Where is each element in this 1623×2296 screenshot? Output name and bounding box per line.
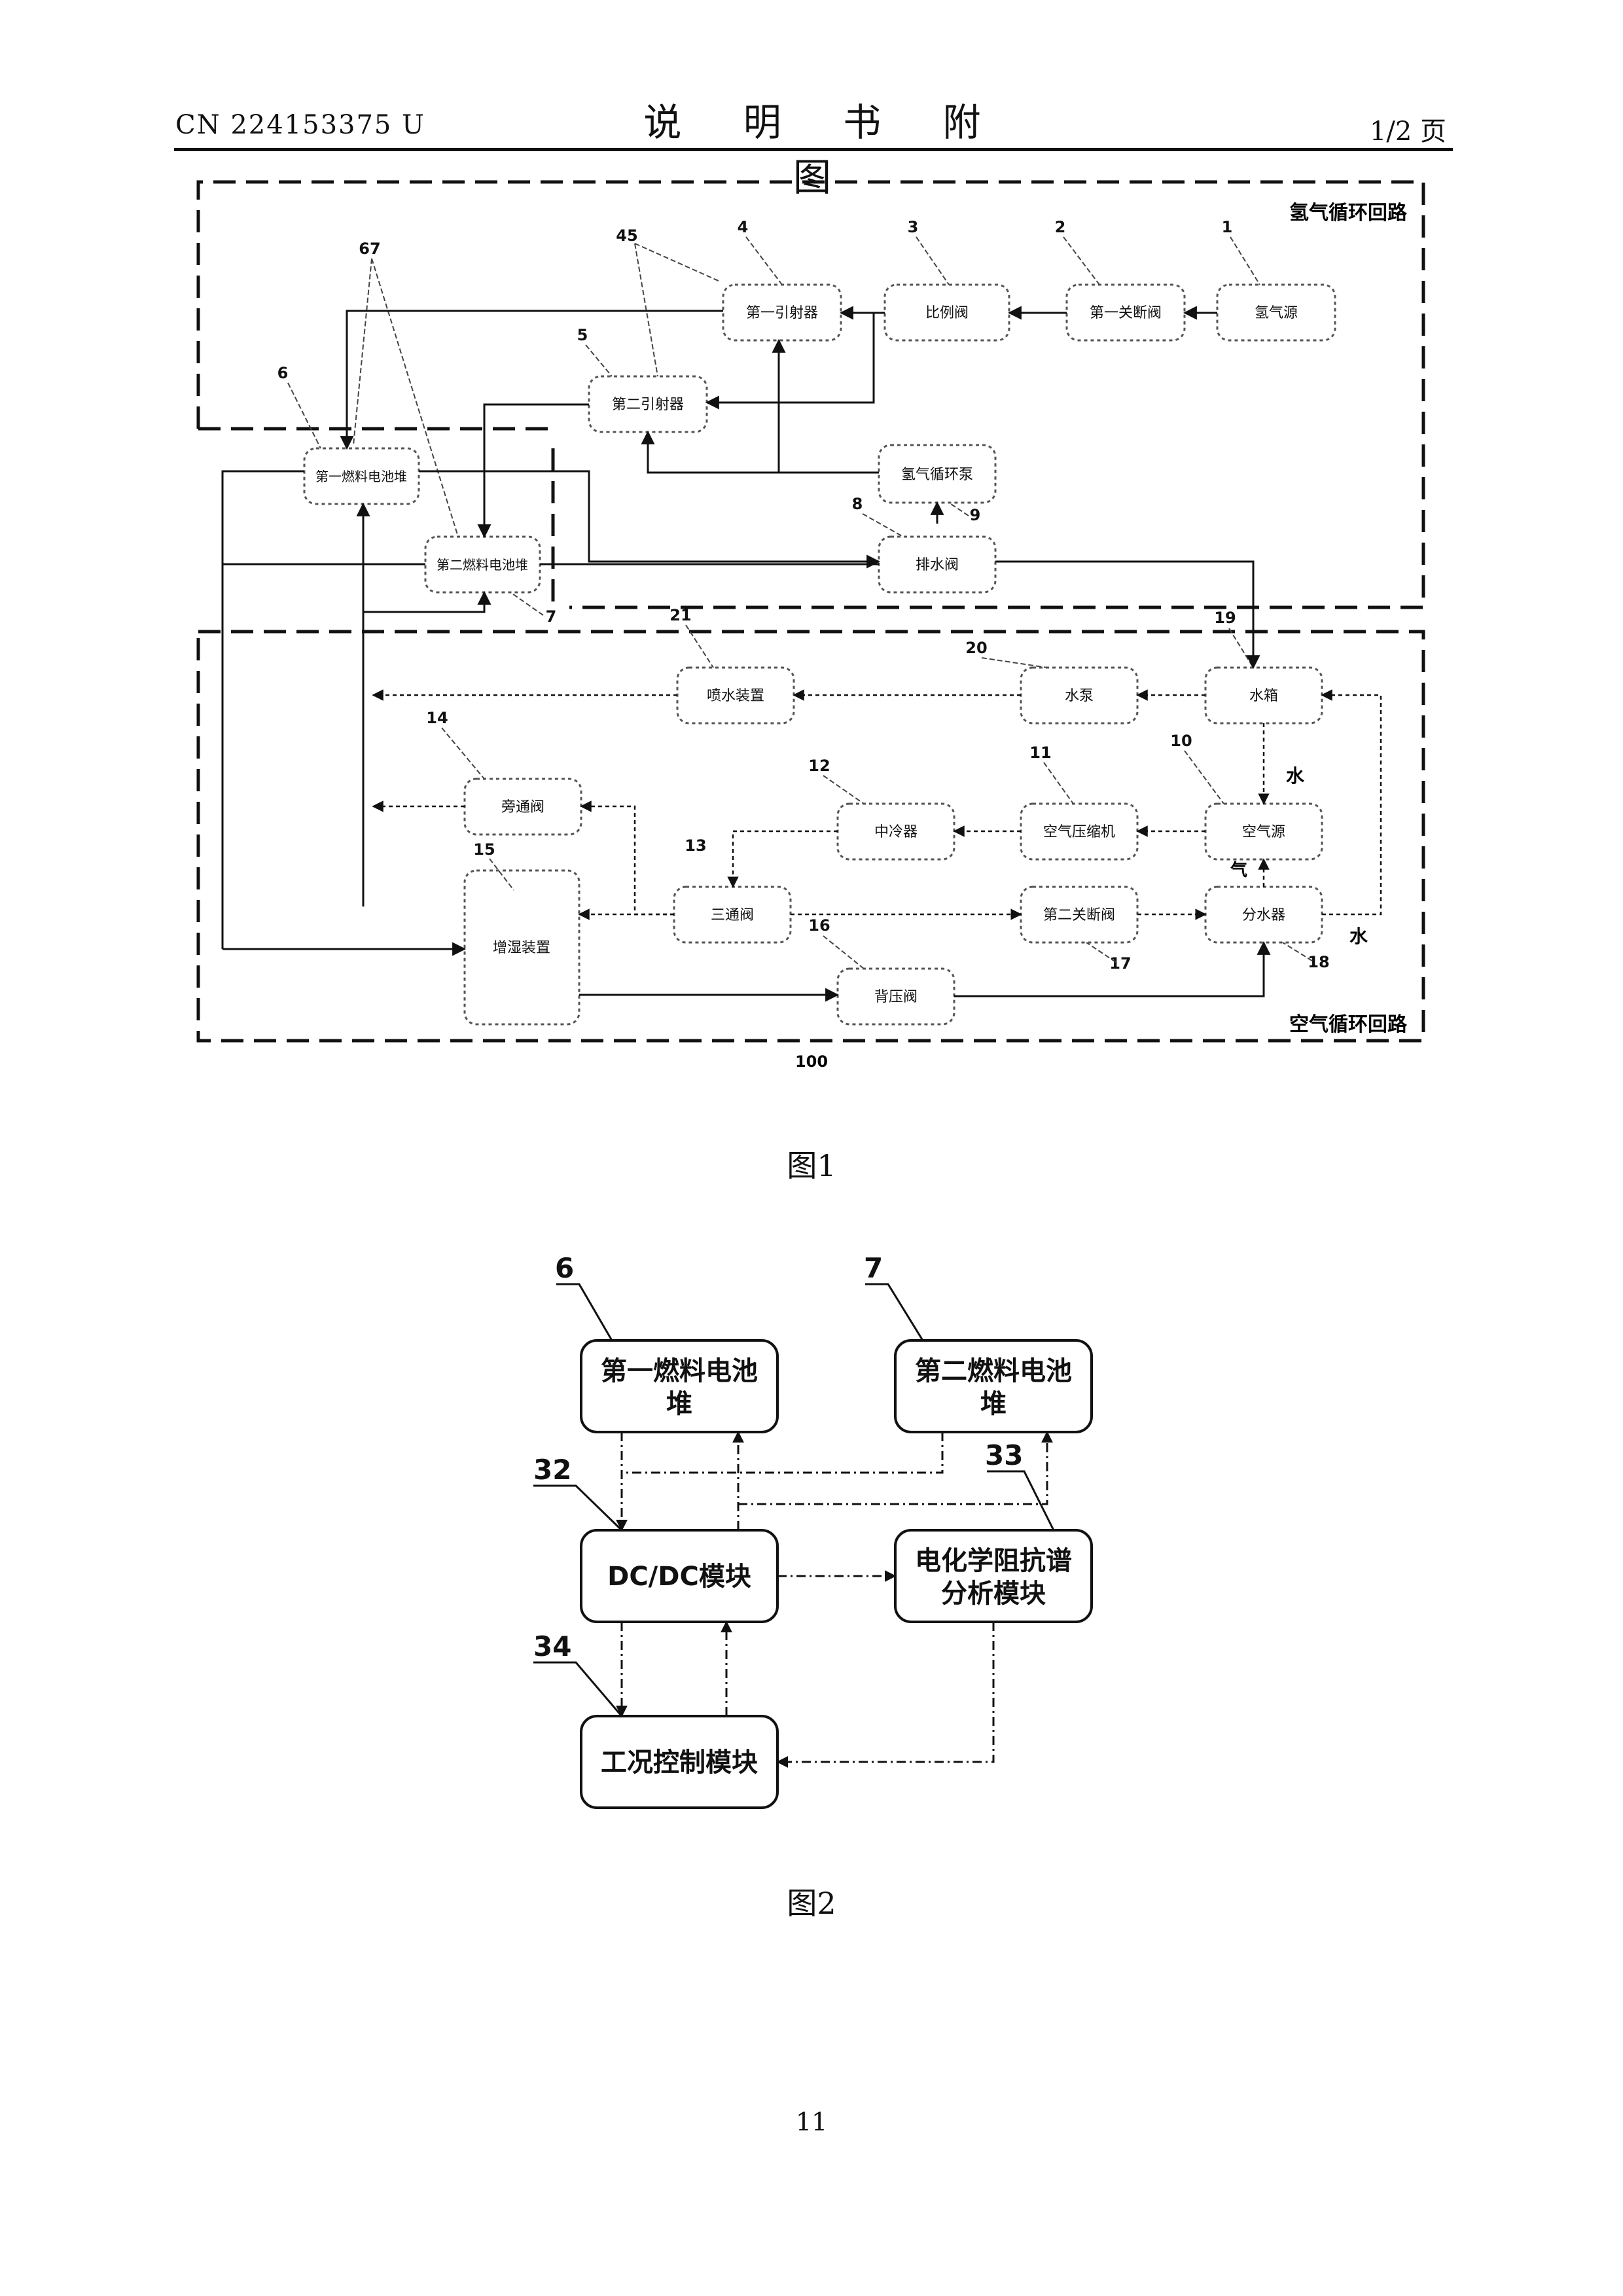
hydrogen-loop-boundary	[198, 182, 1423, 607]
second-ejector-label: 第二引射器	[612, 397, 684, 413]
ref-15: 15	[473, 840, 495, 859]
ref-18: 18	[1308, 953, 1329, 971]
humidifier-label: 增湿装置	[493, 940, 550, 956]
air-loop-label: 空气循环回路	[1289, 1013, 1408, 1036]
fig2-ref-32: 32	[533, 1454, 571, 1486]
ref-7: 7	[546, 607, 557, 626]
intercooler-label: 中冷器	[874, 824, 918, 840]
fig2-eis-line1: 电化学阻抗谱	[915, 1546, 1072, 1576]
system-ref-100: 100	[795, 1052, 828, 1071]
ref-4: 4	[738, 218, 749, 236]
air-to-stack1	[223, 471, 304, 949]
ref-20: 20	[965, 639, 987, 657]
threeway-to-bypass	[581, 806, 674, 914]
fig2-second-stack-line2: 堆	[980, 1389, 1007, 1419]
water-pump-label: 水泵	[1065, 688, 1094, 704]
prop-to-ejector2	[707, 313, 874, 403]
ref-16: 16	[808, 916, 830, 935]
bypass-valve-label: 旁通阀	[501, 799, 544, 816]
figure-1-caption: 图1	[713, 1142, 910, 1185]
ref-10: 10	[1170, 732, 1192, 750]
ref-9: 9	[970, 506, 981, 524]
drain-valve-label: 排水阀	[916, 557, 959, 573]
ref-19: 19	[1214, 609, 1236, 627]
ref-6: 6	[277, 364, 289, 382]
hydrogen-pump-label: 氢气循环泵	[901, 467, 973, 483]
air-loop-boundary	[198, 632, 1423, 1041]
first-ejector-label: 第一引射器	[746, 305, 818, 321]
fig2-ref-7: 7	[864, 1252, 883, 1284]
ref-5: 5	[577, 326, 588, 344]
figure-1: 氢气循环回路 空气循环回路 100	[198, 182, 1423, 1071]
intercooler-to-threeway	[733, 831, 838, 887]
air-feed-stack2	[363, 592, 484, 612]
fig2-ref-33: 33	[985, 1439, 1023, 1471]
ref-1: 1	[1222, 218, 1233, 236]
ref-8: 8	[852, 495, 863, 513]
ref-14: 14	[426, 709, 448, 727]
three-way-valve-label: 三通阀	[711, 907, 754, 924]
figure-2-caption: 图2	[713, 1880, 910, 1923]
ref-67: 67	[359, 240, 380, 258]
back-pressure-valve-label: 背压阀	[874, 989, 918, 1005]
air-source-label: 空气源	[1242, 824, 1285, 840]
first-stack-label: 第一燃料电池堆	[315, 469, 407, 484]
page-number: 11	[746, 2108, 877, 2136]
fig2-stack2-to-dcdc	[622, 1432, 942, 1473]
ref-3: 3	[908, 218, 919, 236]
water-spray-label: 喷水装置	[707, 688, 764, 704]
fig2-ref-34: 34	[533, 1630, 571, 1662]
first-shutoff-valve-label: 第一关断阀	[1090, 305, 1162, 321]
fig2-eis-line2: 分析模块	[941, 1579, 1046, 1609]
fig2-first-stack-line1: 第一燃料电池	[601, 1356, 758, 1386]
ref-45: 45	[616, 226, 637, 245]
pump-to-ejectors	[648, 432, 879, 473]
ref-12: 12	[808, 757, 830, 775]
water-tank-label: 水箱	[1249, 688, 1278, 704]
ref-17: 17	[1109, 954, 1131, 973]
proportional-valve-label: 比例阀	[925, 305, 969, 321]
hydrogen-source-label: 氢气源	[1255, 305, 1298, 321]
fig2-second-stack-line1: 第二燃料电池	[915, 1356, 1072, 1386]
hydrogen-loop-boundary-inner	[198, 429, 556, 607]
ref-11: 11	[1029, 744, 1051, 762]
fig2-eis-to-control	[777, 1622, 993, 1762]
water-separator-label: 分水器	[1242, 907, 1285, 924]
air-compressor-label: 空气压缩机	[1043, 824, 1115, 840]
second-shutoff-valve-label: 第二关断阀	[1043, 907, 1115, 924]
fig2-control-label: 工况控制模块	[601, 1748, 758, 1778]
ref-21: 21	[669, 606, 691, 624]
flow-label-water-2: 水	[1349, 925, 1368, 947]
hydrogen-loop-label: 氢气循环回路	[1289, 202, 1408, 224]
stack1-exhaust	[419, 471, 879, 562]
figure-2: 第一燃料电池 堆 第二燃料电池 堆 DC/DC模块 电化学阻抗谱 分析模块 工况…	[533, 1252, 1092, 1808]
ref-2: 2	[1055, 218, 1066, 236]
fig2-dcdc-label: DC/DC模块	[607, 1562, 751, 1592]
flow-label-gas: 气	[1230, 860, 1247, 880]
fig2-ref-6: 6	[555, 1252, 574, 1284]
ref-13: 13	[685, 836, 706, 855]
separator-water-to-tank	[1322, 695, 1381, 914]
second-stack-label: 第二燃料电池堆	[437, 557, 528, 573]
fig2-first-stack-line2: 堆	[666, 1389, 692, 1419]
flow-label-water-1: 水	[1286, 765, 1305, 787]
